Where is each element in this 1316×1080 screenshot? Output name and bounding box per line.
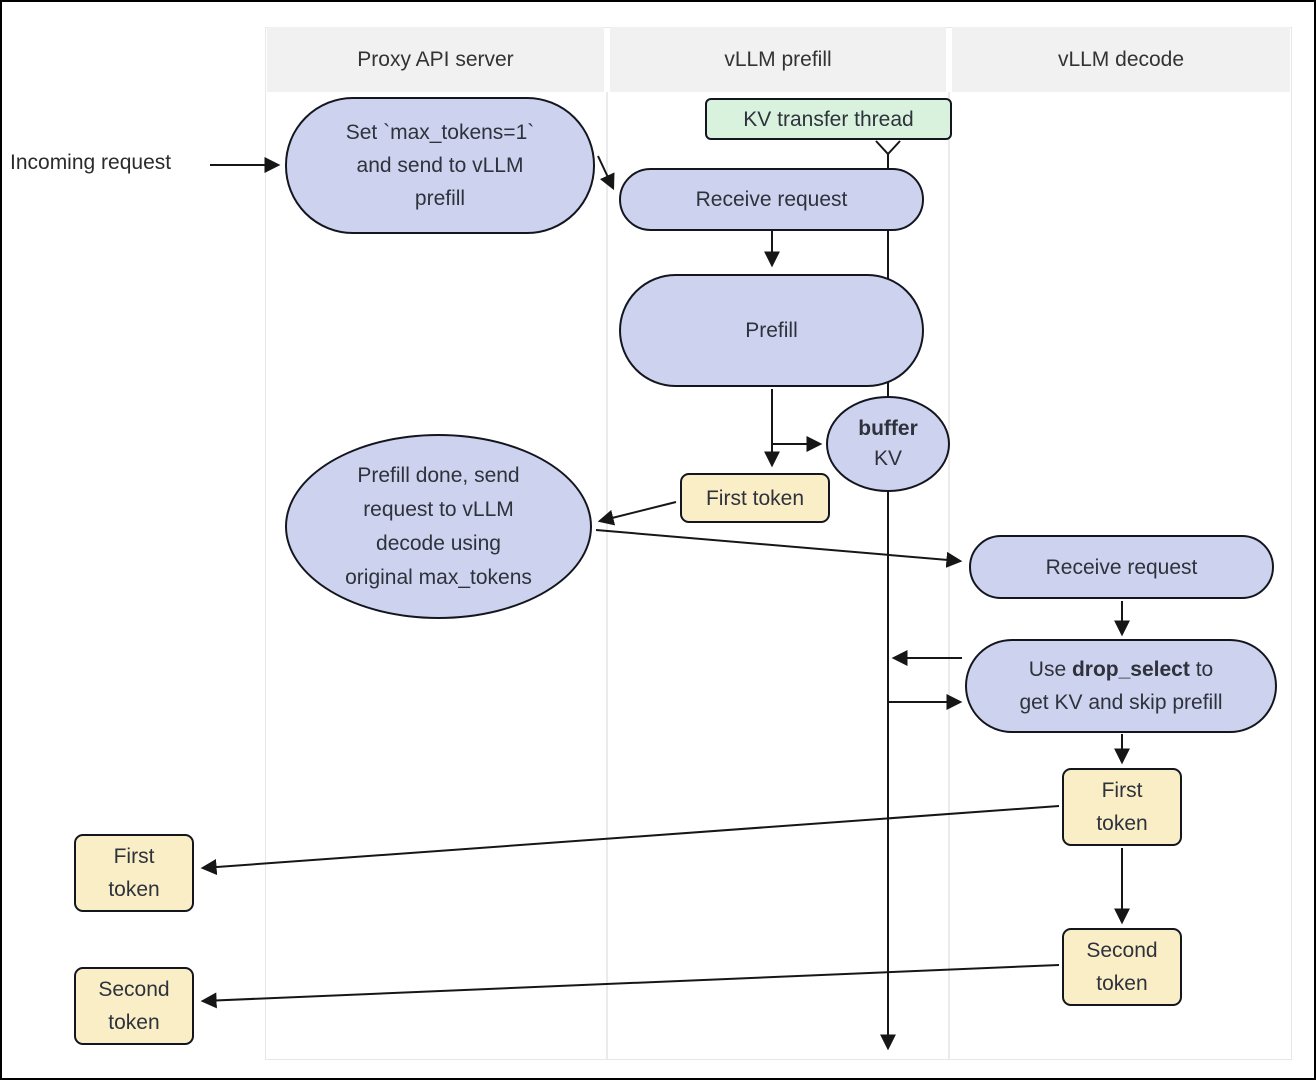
node-receive-request-prefill: Receive request: [619, 168, 924, 231]
node-label: KV transfer thread: [743, 107, 914, 131]
node-second-token-out: Second token: [74, 967, 194, 1045]
lane-header-prefill: vLLM prefill: [610, 27, 946, 92]
lane-header-label: Proxy API server: [357, 47, 514, 71]
thread-callout-tail: [875, 140, 901, 156]
lane-header-label: vLLM prefill: [724, 47, 832, 71]
lane-header-label: vLLM decode: [1057, 47, 1185, 71]
node-label: Set `max_tokens=1` and send to vLLM pref…: [345, 121, 535, 210]
node-label: Use drop_select to: [1028, 658, 1214, 681]
arrow-first-token-to-prefill-done: [597, 501, 677, 526]
node-kv-transfer-thread: KV transfer thread: [705, 98, 952, 140]
node-label: Receive request: [695, 188, 848, 211]
node-label: Prefill done, send request to vLLM decod…: [345, 463, 532, 589]
arrow-first-token-out: [200, 805, 1060, 875]
lane-header-proxy: Proxy API server: [267, 27, 604, 92]
lane-header-decode: vLLM decode: [952, 27, 1290, 92]
node-set-max-tokens: Set `max_tokens=1` and send to vLLM pref…: [285, 97, 595, 234]
node-label: get KV and skip prefill: [1019, 691, 1223, 714]
node-buffer-kv: buffer KV: [826, 396, 950, 492]
node-first-token-prefill: First token: [680, 473, 830, 523]
node-label: Prefill: [745, 319, 798, 342]
incoming-request-label: Incoming request: [10, 151, 172, 174]
node-label: Receive request: [1045, 555, 1198, 579]
arrow-to-prefill-receive: [597, 155, 615, 191]
node-label: First token: [705, 486, 805, 510]
node-label: Second token: [98, 978, 170, 1034]
node-first-token-decode: First token: [1062, 768, 1182, 846]
node-drop-select: Use drop_select to get KV and skip prefi…: [965, 639, 1277, 733]
node-receive-request-decode: Receive request: [969, 535, 1274, 599]
lane-divider: [606, 92, 608, 1059]
arrow-prefill-done-to-decode-receive: [595, 529, 963, 568]
node-second-token-decode: Second token: [1062, 928, 1182, 1006]
node-label: First token: [1096, 779, 1148, 835]
lane-divider: [948, 92, 950, 1059]
node-prefill: Prefill: [619, 274, 924, 387]
arrow-second-token-out: [200, 964, 1060, 1009]
node-first-token-out: First token: [74, 834, 194, 912]
node-label-bold: buffer: [858, 417, 918, 440]
node-label: Second token: [1086, 939, 1158, 995]
node-label: First token: [108, 845, 160, 901]
node-prefill-done: Prefill done, send request to vLLM decod…: [285, 434, 592, 619]
node-label: KV: [873, 447, 902, 470]
